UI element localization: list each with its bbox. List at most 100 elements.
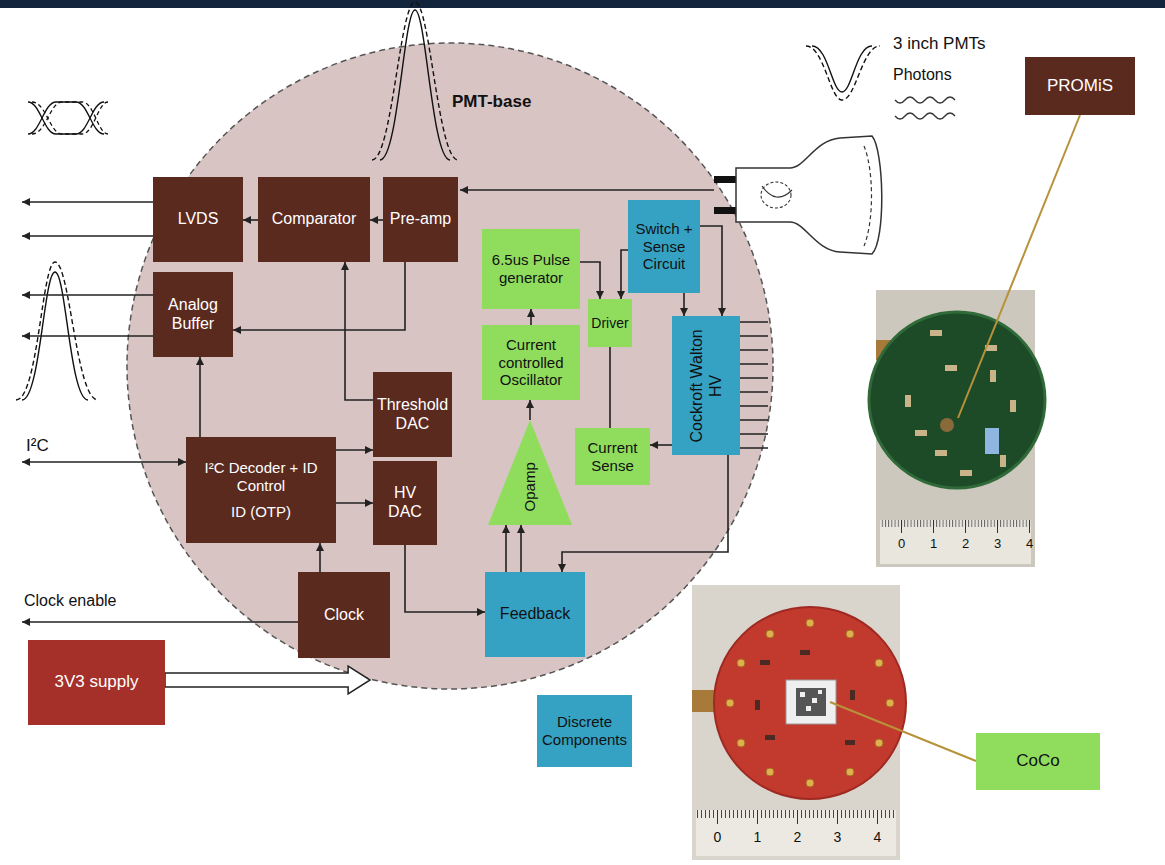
block-label: CoCo [979,751,1097,771]
pmt-tube [714,207,736,214]
decoder-block: I²C Decoder + ID Control ID (OTP) [186,437,336,543]
pulse-icon [16,262,98,400]
eye-diagram [32,102,108,134]
ruler-number: 0 [898,537,905,552]
coco-photo [800,690,822,711]
promis-photo [905,395,911,407]
hv-multiplier-block: Cockroft Walton HV [672,316,740,455]
signal-connector [520,525,522,572]
coco-photo [726,699,734,707]
block-label: Current Sense [578,439,647,474]
promis-photo [902,520,1030,533]
coco-photo [818,690,822,694]
coco-photo [765,735,775,740]
coco-photo [886,699,894,707]
coco-photo [737,659,745,667]
text-holder: CoCo [979,751,1097,771]
signal-wire [22,335,153,337]
ruler-number: 3 [834,829,842,845]
photon-wave [895,97,955,119]
ruler-number: 2 [962,537,969,552]
block-label: Threshold DAC [376,396,449,434]
coco-photo [737,739,745,747]
ruler-number: 0 [714,829,722,845]
pulse-generator-block: 6.5us Pulse generator [482,229,580,309]
promis-photo [990,370,996,382]
coco-photo [875,739,883,747]
signal-connector [319,543,321,572]
coco-photo [692,585,906,860]
header-band [0,0,1165,8]
text-holder: Discrete Components [540,713,629,748]
block-label: ID (OTP) [189,503,333,521]
eye-diagram [32,102,108,134]
supply-block: 3V3 supply [28,640,165,725]
block-label: Current controlled Oscillator [485,336,577,389]
leader-line [830,115,1080,761]
lvds-block: LVDS [153,177,243,262]
coco-photo [714,607,906,799]
ruler-number: 3 [994,537,1001,552]
block-label: Switch + Sense Circuit [631,220,697,273]
coco-photo [846,768,854,776]
promis-photo [1010,400,1016,412]
pulse-icon [806,46,880,100]
coco-photo [850,690,855,700]
buffer-block: Analog Buffer [153,272,233,357]
text-holder: Clock [301,606,387,625]
promis-photo [960,470,972,476]
supply-arrow [165,666,370,694]
eye-diagram [28,102,108,134]
coco-photo [718,810,878,824]
coco-photo [786,680,836,724]
bus-label: I²C [26,436,49,456]
block-label: Feedback [488,605,582,624]
photon-wave [895,97,955,103]
promis-photo [880,520,1031,564]
block-label: 6.5us Pulse generator [485,251,577,286]
text-holder: Pre-amp [386,210,455,229]
leader-line [958,115,1080,418]
text-holder: Comparator [261,210,367,229]
signal-connector [529,400,531,420]
coco-photo [696,810,896,818]
pulse-icon [812,46,872,92]
pmt-tube [762,186,792,197]
signal-connector [683,293,685,316]
promis-photo [915,430,927,436]
promis-photo [940,418,954,432]
eye-diagram [28,102,104,134]
signal-wire [22,461,186,463]
pmt-tube [761,182,791,208]
ruler-number: 1 [754,829,762,845]
clock-block: Clock [298,572,390,658]
promis-photo [880,520,1031,528]
coco-photo [755,700,760,710]
signal-label: Clock enable [24,592,117,610]
text-holder: Cockroft Walton HV [687,321,725,450]
text-holder: LVDS [156,210,240,229]
coco-photo [806,779,814,787]
board-title: PMT-base [452,92,531,112]
coco-photo [806,706,811,711]
promis-photo [869,290,1045,567]
coco-photo [806,619,814,627]
leader-line [830,702,976,761]
text-holder: Opamp [521,457,539,517]
hv-dac-block: HV DAC [373,461,437,545]
pmt-tube [714,176,736,183]
coco-photo [755,650,855,745]
pmt-caption: 3 inch PMTs [893,34,986,54]
signal-connector [199,357,201,437]
block-label: Comparator [261,210,367,229]
text-holder: Threshold DAC [376,396,449,434]
photons-label: Photons [893,66,952,84]
coco-photo [696,810,896,856]
pmt-tube [864,146,872,246]
text-holder: Current controlled Oscillator [485,336,577,389]
signal-wire [460,189,714,191]
text-holder: Feedback [488,605,582,624]
block-label: I²C Decoder + ID Control [189,459,333,494]
preamp-block: Pre-amp [383,177,458,262]
coco-photo [766,630,774,638]
